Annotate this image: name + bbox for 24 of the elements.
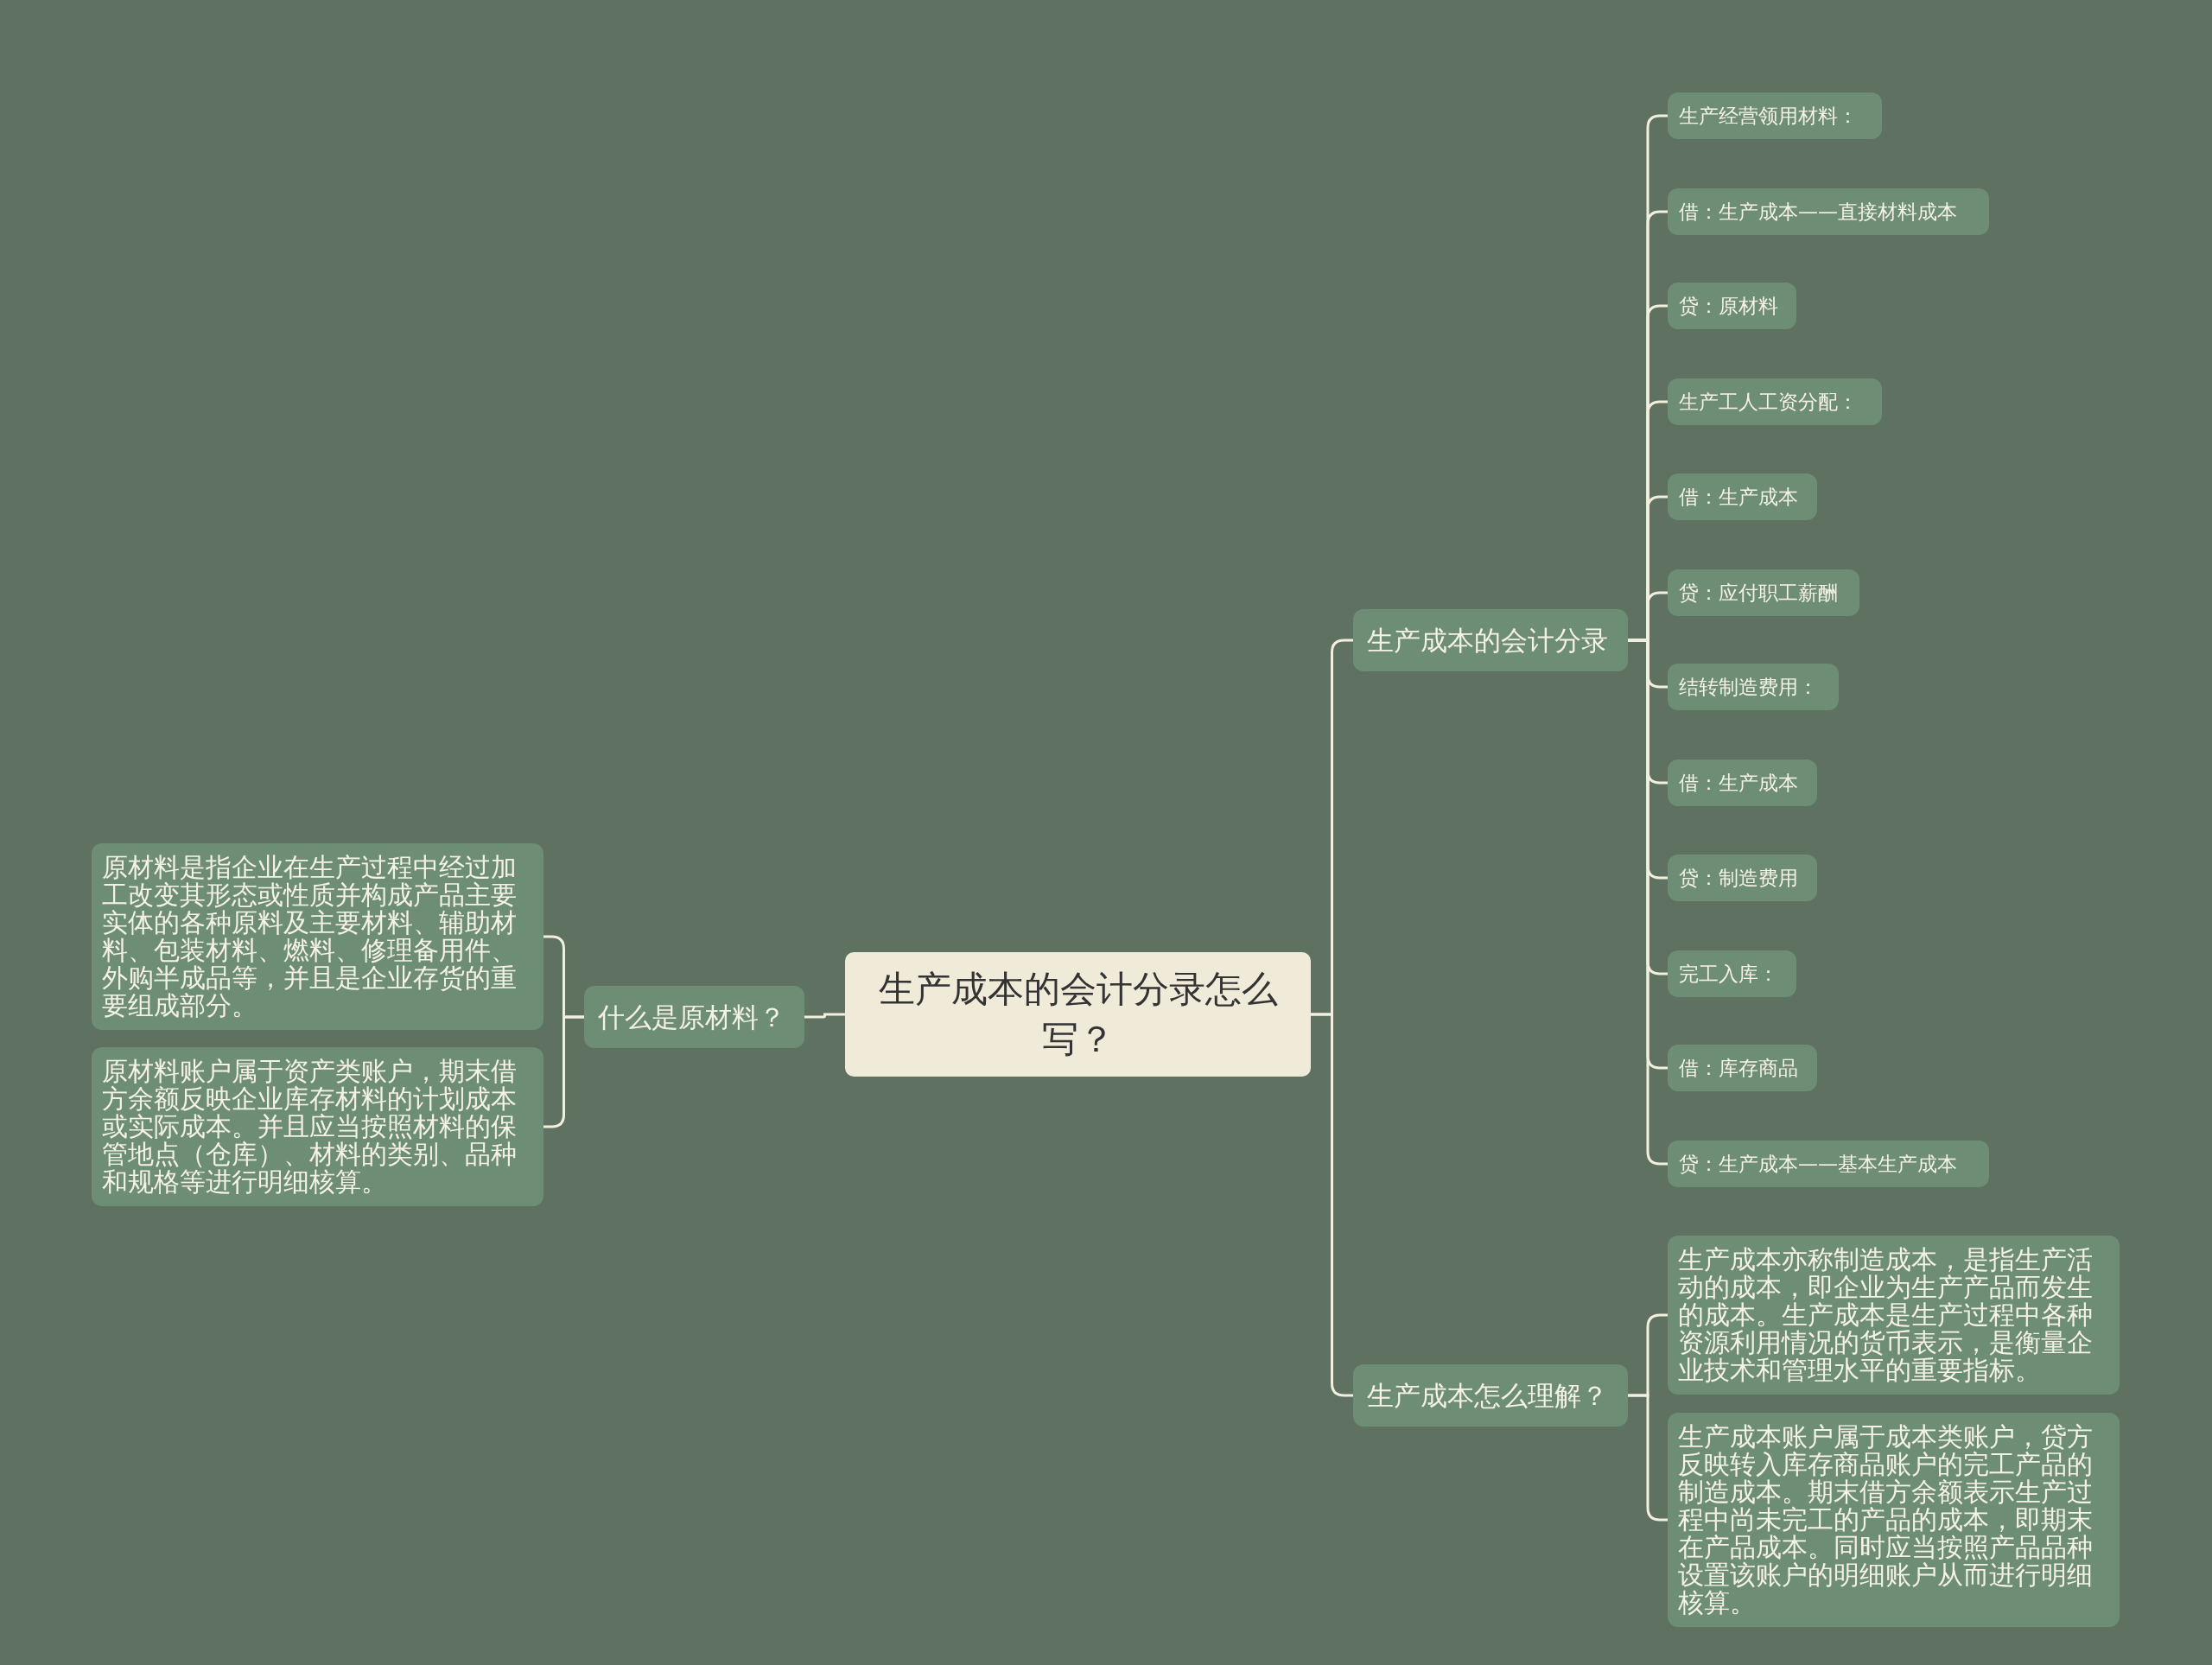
- leaf-box: 借：生产成本——直接材料成本: [1668, 188, 1989, 235]
- note-box: 原材料账户属于资产类账户，期末借方余额反映企业库存材料的计划成本或实际成本。并且应当按照材料的保管地点（仓库）、材料的类别、品种和规格等进行明细核算。: [92, 1047, 543, 1206]
- leaf-box: 借：生产成本: [1668, 473, 1817, 520]
- leaf-box: 结转制造费用：: [1668, 664, 1839, 710]
- branch-box: 生产成本的会计分录: [1353, 609, 1628, 671]
- leaf-box: 借：库存商品: [1668, 1045, 1817, 1091]
- connector-line: [543, 1015, 584, 1128]
- connector-line: [804, 1013, 845, 1019]
- leaf-box: 贷：生产成本——基本生产成本: [1668, 1141, 1989, 1187]
- leaf-box: 贷：制造费用: [1668, 855, 1817, 901]
- note-box: 原材料是指企业在生产过程中经过加工改变其形态或性质并构成产品主要实体的各种原料及主要材料、辅助材料、包装材料、燃料、修理备用件、外购半成品等，并且是企业存货的重要组成部分。: [92, 843, 543, 1030]
- note-box: 生产成本亦称制造成本，是指生产活动的成本，即企业为生产产品而发生的成本。生产成本是生产过程中各种资源利用情况的货币表示，是衡量企业技术和管理水平的重要指标。: [1668, 1236, 2120, 1395]
- leaf-box: 借：生产成本: [1668, 759, 1817, 806]
- branch-box: 什么是原材料？: [584, 986, 804, 1048]
- leaf-box: 完工入库：: [1668, 950, 1796, 997]
- leaf-box: 贷：应付职工薪酬: [1668, 569, 1859, 616]
- leaf-box: 贷：原材料: [1668, 283, 1796, 329]
- leaf-box: 生产工人工资分配：: [1668, 378, 1882, 425]
- topic-box: 生产成本的会计分录怎么写？: [845, 952, 1311, 1077]
- note-box: 生产成本账户属于成本类账户，贷方反映转入库存商品账户的完工产品的制造成本。期末借方余额表示生产过程中尚未完工的产品的成本，即期末在产品成本。同时应当按照产品品种设置该账户的明细账户从而进行明细核算。: [1668, 1413, 2120, 1627]
- leaf-box: 生产经营领用材料：: [1668, 92, 1882, 139]
- branch-box: 生产成本怎么理解？: [1353, 1364, 1628, 1427]
- connector-line: [1628, 1394, 1668, 1522]
- connector-line: [1311, 1013, 1353, 1397]
